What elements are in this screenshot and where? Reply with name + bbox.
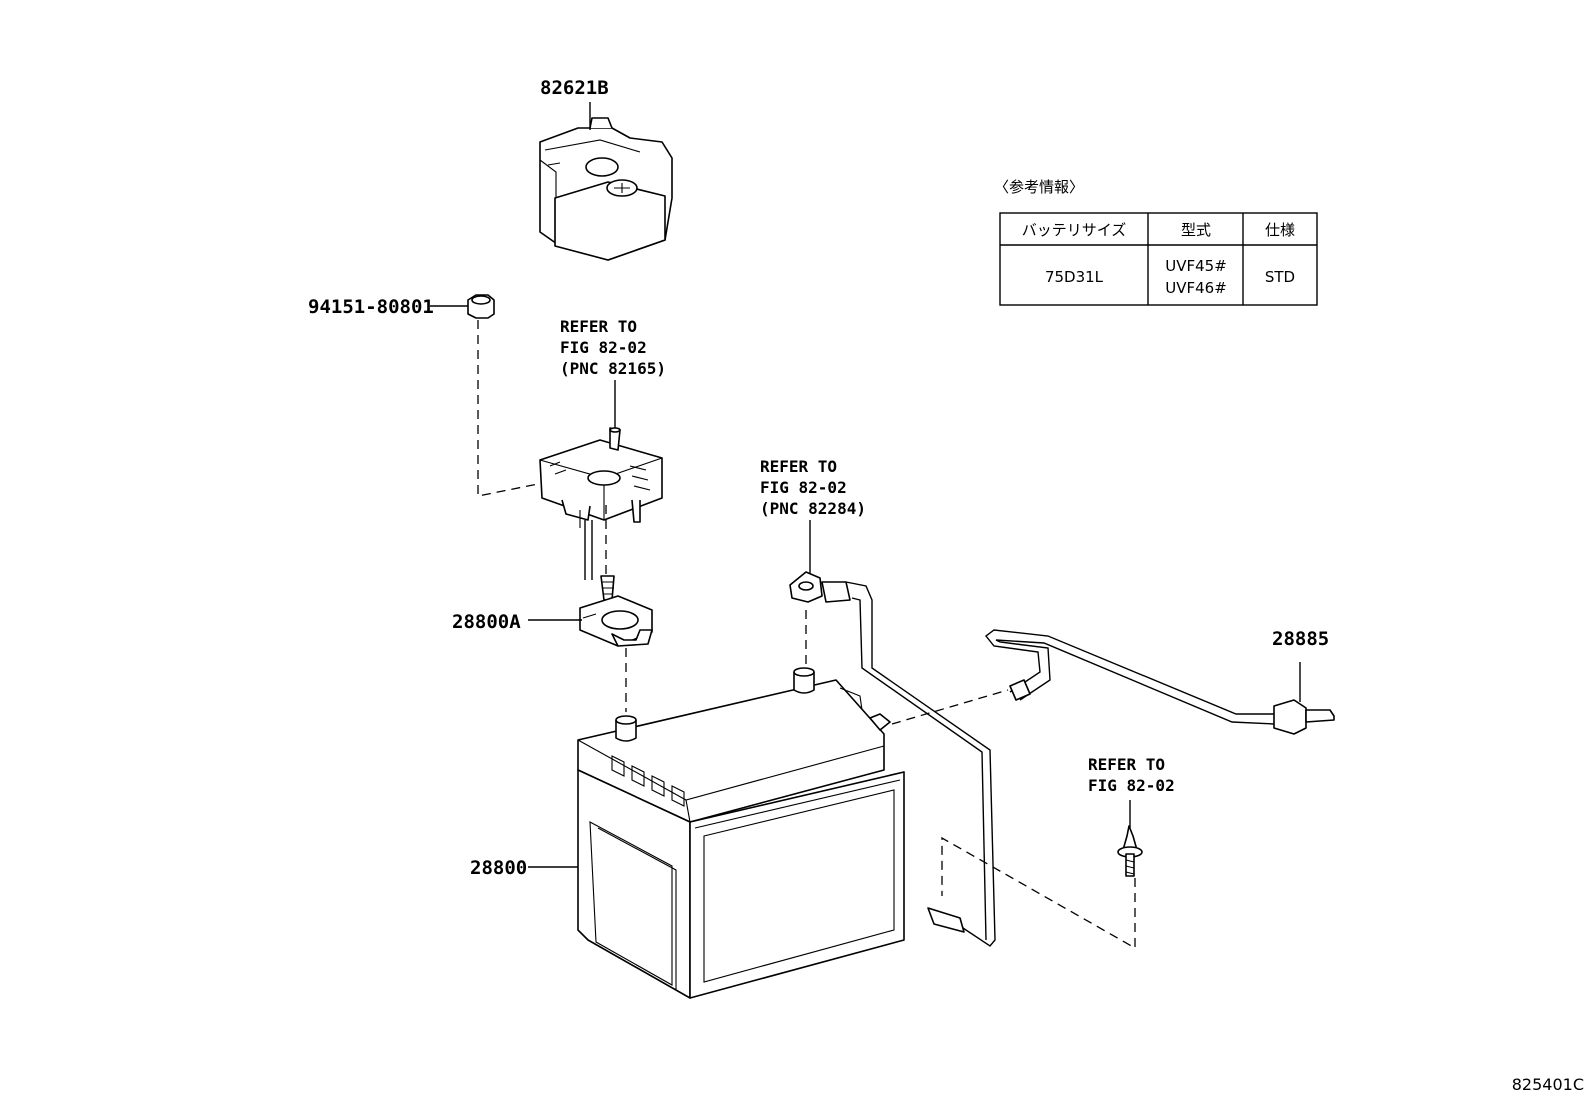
bolt[interactable] — [1117, 825, 1143, 877]
figure-id: 825401C — [1512, 1075, 1584, 1094]
fuse-block[interactable] — [539, 427, 663, 528]
terminal-assembly[interactable] — [579, 575, 653, 647]
part-number-nut: 94151-80801 — [308, 296, 434, 318]
reference-note-bolt: REFER TO FIG 82-02 — [1088, 755, 1175, 795]
table-header-spec: 仕様 — [1265, 221, 1295, 239]
part-number-battery: 28800 — [470, 857, 527, 879]
table-cell-size: 75D31L — [1045, 268, 1104, 286]
negative-cable[interactable] — [789, 571, 996, 947]
ref-line2: FIG 82-02 — [760, 478, 847, 497]
ref-line1: REFER TO — [560, 317, 637, 336]
ref-line3: (PNC 82284) — [760, 499, 866, 518]
table-header-model: 型式 — [1181, 221, 1211, 239]
ref-line1: REFER TO — [760, 457, 837, 476]
part-number-hose: 28885 — [1272, 628, 1329, 650]
table-header-size: バッテリサイズ — [1022, 221, 1127, 239]
battery-terminal-cover[interactable] — [539, 117, 673, 261]
battery[interactable] — [577, 667, 905, 999]
table-cell-model-1: UVF45# — [1165, 257, 1227, 275]
reference-note-82284: REFER TO FIG 82-02 (PNC 82284) — [760, 457, 866, 518]
table-title: 〈参考情報〉 — [994, 178, 1084, 196]
ref-line2: FIG 82-02 — [560, 338, 647, 357]
reference-info-table: 〈参考情報〉 バッテリサイズ 型式 仕様 75D31L UVF45# UVF46… — [994, 178, 1318, 306]
ref-line2: FIG 82-02 — [1088, 776, 1175, 795]
table-cell-spec: STD — [1265, 268, 1295, 286]
part-number-cover: 82621B — [540, 77, 609, 99]
reference-note-82165: REFER TO FIG 82-02 (PNC 82165) — [560, 317, 666, 378]
table-cell-model-2: UVF46# — [1165, 279, 1227, 297]
vent-hose[interactable] — [869, 629, 1335, 735]
nut[interactable] — [467, 294, 495, 319]
ref-line3: (PNC 82165) — [560, 359, 666, 378]
part-number-terminal: 28800A — [452, 611, 521, 633]
ref-line1: REFER TO — [1088, 755, 1165, 774]
